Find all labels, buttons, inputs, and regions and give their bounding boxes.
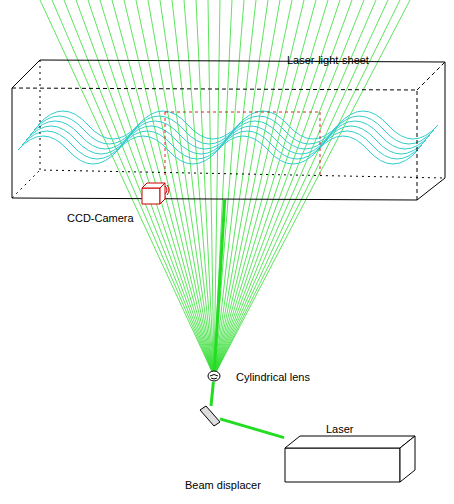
tank-node: Laser-light-sheet — [12, 58, 446, 200]
sheet-label: Laser-light-sheet — [287, 54, 369, 67]
wave-surface — [18, 111, 438, 164]
displacer-label: Beam displacer — [185, 479, 261, 492]
camera-label: CCD-Camera — [67, 212, 134, 225]
laser-beam — [214, 200, 224, 370]
tank-outline — [12, 60, 445, 200]
laser-beam — [211, 382, 213, 406]
light-section — [165, 112, 320, 175]
camera-symbol — [142, 183, 169, 204]
laser-beam — [220, 419, 284, 438]
lens-symbol — [208, 371, 220, 381]
light-fan — [40, 0, 410, 376]
laser-box — [285, 436, 415, 482]
mirror-symbol — [200, 406, 220, 426]
laser-label: Laser — [326, 423, 354, 436]
lens-node: Cylindrical lens — [207, 370, 221, 382]
displacer-node: Beam displacer — [200, 406, 220, 426]
laser-node: Laser — [284, 432, 416, 482]
lens-label: Cylindrical lens — [236, 371, 310, 384]
camera-node: CCD-Camera — [140, 182, 166, 204]
